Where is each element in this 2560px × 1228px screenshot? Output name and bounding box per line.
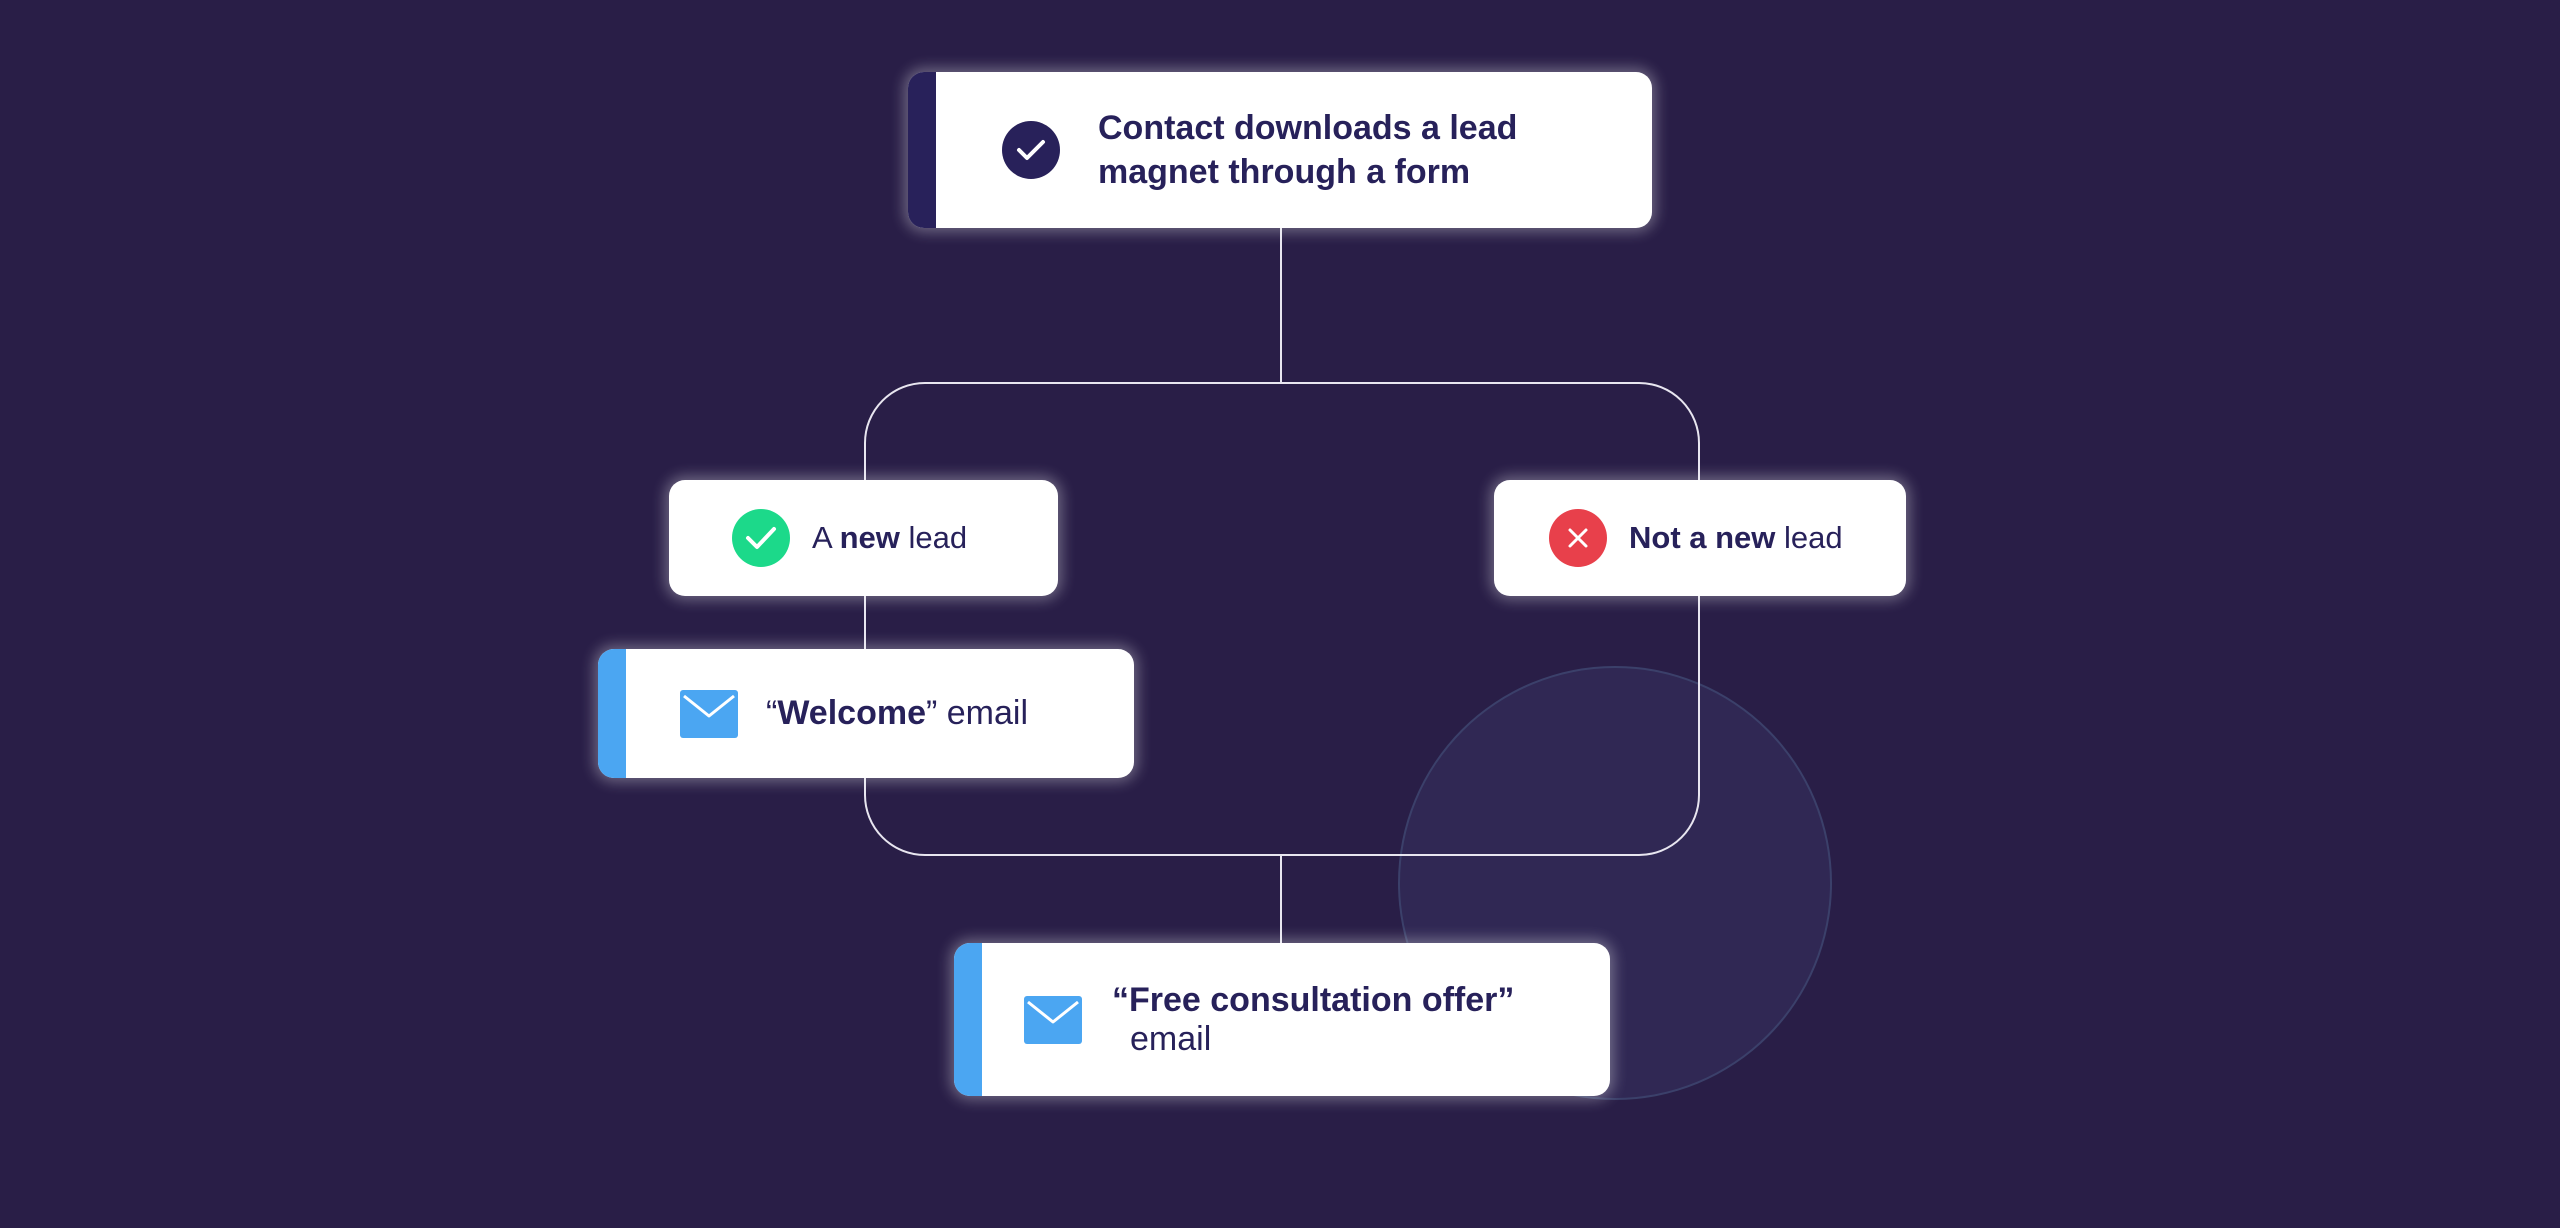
new-lead-branch-card[interactable]: A new lead <box>669 480 1058 596</box>
check-icon <box>732 509 790 567</box>
welcome-close-quote: ” <box>925 694 938 732</box>
not-new-lead-label: Not a new lead <box>1629 520 1843 556</box>
offer-bold: “Free consultation offer” <box>1112 980 1515 1019</box>
mail-icon <box>1024 995 1082 1044</box>
offer-accent-bar <box>954 943 982 1096</box>
offer-suffix: email <box>1130 1019 1212 1058</box>
welcome-email-card[interactable]: “Welcome” email <box>598 649 1134 778</box>
welcome-open-quote: “ <box>766 694 778 732</box>
trigger-card[interactable]: Contact downloads a lead magnet through … <box>908 72 1652 228</box>
not-new-lead-bold: Not a new <box>1629 520 1776 555</box>
welcome-accent-bar <box>598 649 626 778</box>
welcome-email-label: “Welcome” email <box>766 694 1028 733</box>
mail-icon <box>680 689 738 738</box>
branch-loop <box>864 382 1700 856</box>
trigger-label: Contact downloads a lead magnet through … <box>1098 109 1518 191</box>
welcome-bold: Welcome <box>777 694 926 732</box>
trigger-accent-bar <box>908 72 936 228</box>
new-lead-prefix: A <box>812 520 840 555</box>
not-new-lead-branch-card[interactable]: Not a new lead <box>1494 480 1906 596</box>
welcome-suffix: email <box>937 694 1029 732</box>
close-icon <box>1549 509 1607 567</box>
offer-email-label: “Free consultation offer”email <box>1112 981 1514 1059</box>
offer-email-card[interactable]: “Free consultation offer”email <box>954 943 1610 1096</box>
new-lead-label: A new lead <box>812 520 967 556</box>
not-new-lead-suffix: lead <box>1775 520 1843 555</box>
new-lead-suffix: lead <box>899 520 968 555</box>
check-icon <box>1002 121 1060 179</box>
new-lead-bold: new <box>839 520 900 555</box>
